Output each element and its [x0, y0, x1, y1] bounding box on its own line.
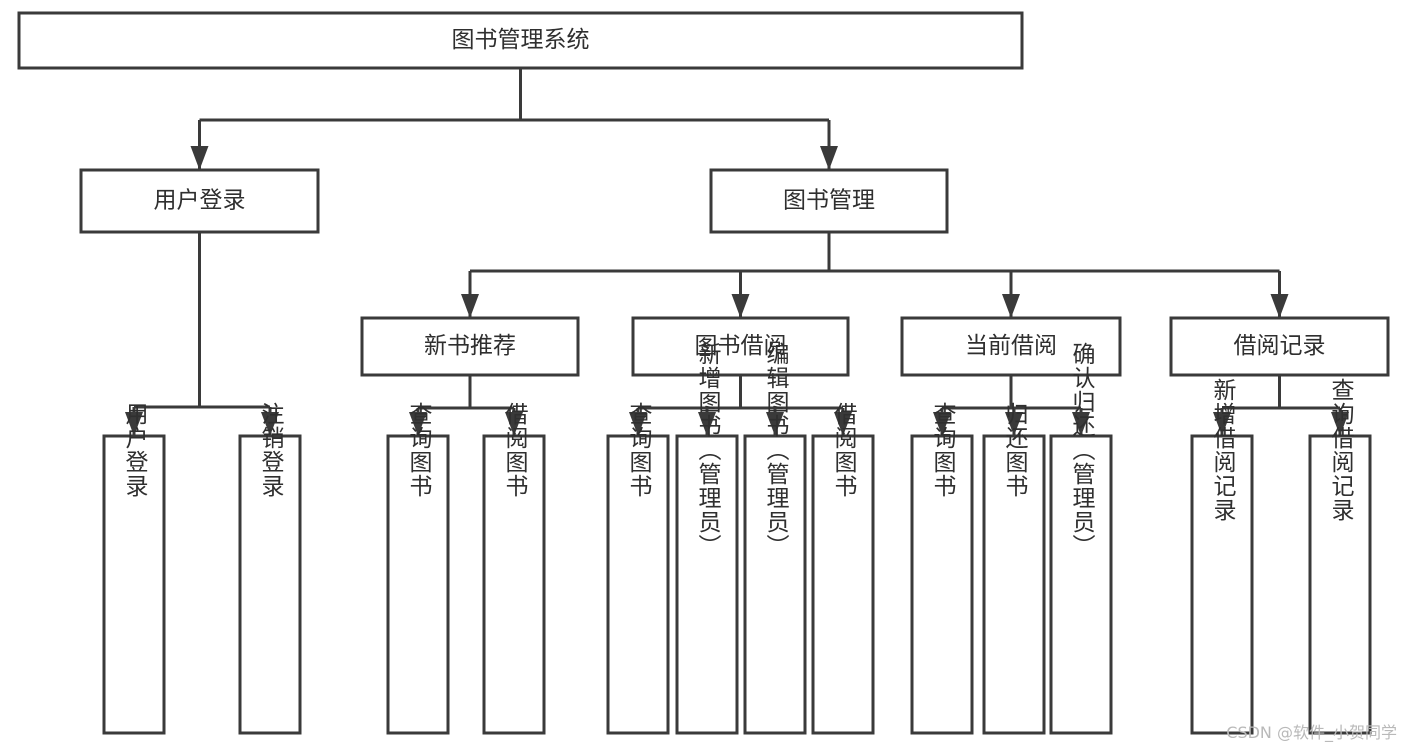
node-label-leaf-add-borrow-record: 新增借阅记录	[1209, 378, 1237, 522]
node-leaf-return-book[interactable]: 归还图书	[982, 402, 1046, 735]
arrow-icon-leaf-borrow-book	[834, 412, 852, 436]
node-book-borrow[interactable]: 图书借阅	[631, 316, 850, 377]
node-label-leaf-borrow-book: 借阅图书	[830, 402, 858, 498]
node-box-leaf-user-login	[102, 434, 166, 735]
node-label-user-login: 用户登录	[154, 188, 246, 214]
node-box-borrow-record	[1169, 316, 1390, 377]
node-label-leaf-add-book-admin: 新增图书（管理员）	[694, 342, 722, 558]
node-box-new-book-recommend	[360, 316, 580, 377]
node-box-leaf-borrow-book-rec	[482, 434, 546, 735]
node-label-book-borrow: 图书借阅	[695, 333, 787, 359]
arrow-icon-leaf-return-book	[1005, 412, 1023, 436]
node-box-leaf-borrow-book	[811, 434, 875, 735]
node-label-current-borrow: 当前借阅	[965, 333, 1057, 359]
node-label-leaf-query-book-current: 查询图书	[929, 402, 957, 498]
node-borrow-record[interactable]: 借阅记录	[1169, 316, 1390, 377]
node-label-book-manage: 图书管理	[783, 188, 875, 214]
node-box-leaf-add-borrow-record	[1190, 434, 1254, 735]
node-current-borrow[interactable]: 当前借阅	[900, 316, 1122, 377]
node-label-root: 图书管理系统	[452, 27, 590, 53]
node-leaf-add-borrow-record[interactable]: 新增借阅记录	[1190, 378, 1254, 735]
node-label-leaf-user-login: 用户登录	[121, 402, 149, 498]
node-box-leaf-logout-login	[238, 434, 302, 735]
node-label-leaf-query-borrow-record: 查询借阅记录	[1327, 378, 1355, 522]
node-book-manage[interactable]: 图书管理	[709, 168, 949, 234]
node-box-user-login	[79, 168, 320, 234]
node-leaf-query-borrow-record[interactable]: 查询借阅记录	[1308, 378, 1372, 735]
node-box-leaf-edit-book-admin	[743, 434, 807, 735]
arrow-icon-leaf-add-borrow-record	[1213, 412, 1231, 436]
node-leaf-borrow-book[interactable]: 借阅图书	[811, 402, 875, 735]
arrow-icon-leaf-confirm-return-admin	[1072, 412, 1090, 436]
node-leaf-query-book-current[interactable]: 查询图书	[910, 402, 974, 735]
arrow-icon-leaf-query-book-borrow	[629, 412, 647, 436]
arrow-icon-leaf-edit-book-admin	[766, 412, 784, 436]
node-new-book-recommend[interactable]: 新书推荐	[360, 316, 580, 377]
node-leaf-query-book-rec[interactable]: 查询图书	[386, 402, 450, 735]
node-leaf-edit-book-admin[interactable]: 编辑图书（管理员）	[743, 342, 807, 735]
node-leaf-logout-login[interactable]: 注销登录	[238, 402, 302, 735]
arrow-icon-leaf-query-book-current	[933, 412, 951, 436]
node-box-leaf-query-book-rec	[386, 434, 450, 735]
arrow-icon-user-login	[190, 146, 209, 170]
arrow-icon-current-borrow	[1002, 294, 1020, 318]
arrow-icon-leaf-user-login	[125, 412, 143, 436]
arrow-icon-book-borrow	[731, 294, 750, 318]
node-label-borrow-record: 借阅记录	[1234, 333, 1326, 359]
node-leaf-query-book-borrow[interactable]: 查询图书	[606, 402, 670, 735]
node-box-book-manage	[709, 168, 949, 234]
node-leaf-borrow-book-rec[interactable]: 借阅图书	[482, 402, 546, 735]
node-box-leaf-query-book-current	[910, 434, 974, 735]
node-box-root	[17, 11, 1024, 70]
node-box-current-borrow	[900, 316, 1122, 377]
node-root[interactable]: 图书管理系统	[17, 11, 1024, 70]
node-box-leaf-query-book-borrow	[606, 434, 670, 735]
watermark-text: CSDN @软件_小贺同学	[1226, 723, 1397, 742]
arrow-icon-new-book-recommend	[461, 294, 479, 318]
node-box-book-borrow	[631, 316, 850, 377]
arrow-icon-borrow-record	[1270, 294, 1289, 318]
node-leaf-add-book-admin[interactable]: 新增图书（管理员）	[675, 342, 739, 735]
node-label-leaf-query-book-rec: 查询图书	[405, 402, 433, 498]
arrow-icon-book-manage	[820, 146, 838, 170]
node-label-leaf-query-book-borrow: 查询图书	[625, 402, 653, 498]
node-box-leaf-return-book	[982, 434, 1046, 735]
node-label-leaf-logout-login: 注销登录	[257, 402, 285, 498]
node-label-leaf-confirm-return-admin: 确认归还（管理员）	[1068, 342, 1096, 558]
node-user-login[interactable]: 用户登录	[79, 168, 320, 234]
node-leaf-confirm-return-admin[interactable]: 确认归还（管理员）	[1049, 342, 1113, 735]
arrow-icon-leaf-logout-login	[261, 412, 279, 436]
connectors-layer	[125, 68, 1349, 436]
arrow-icon-leaf-add-book-admin	[698, 412, 716, 436]
node-label-leaf-edit-book-admin: 编辑图书（管理员）	[762, 342, 790, 558]
node-box-leaf-confirm-return-admin	[1049, 434, 1113, 735]
node-label-leaf-borrow-book-rec: 借阅图书	[501, 402, 529, 498]
node-box-leaf-add-book-admin	[675, 434, 739, 735]
node-label-new-book-recommend: 新书推荐	[424, 333, 516, 359]
node-leaf-user-login[interactable]: 用户登录	[102, 402, 166, 735]
node-box-leaf-query-borrow-record	[1308, 434, 1372, 735]
arrow-icon-leaf-query-borrow-record	[1331, 412, 1349, 436]
arrow-icon-leaf-query-book-rec	[409, 412, 427, 436]
arrow-icon-leaf-borrow-book-rec	[505, 412, 523, 436]
nodes-layer: 图书管理系统用户登录图书管理新书推荐图书借阅当前借阅借阅记录用户登录注销登录查询…	[17, 11, 1390, 735]
node-label-leaf-return-book: 归还图书	[1001, 402, 1029, 498]
